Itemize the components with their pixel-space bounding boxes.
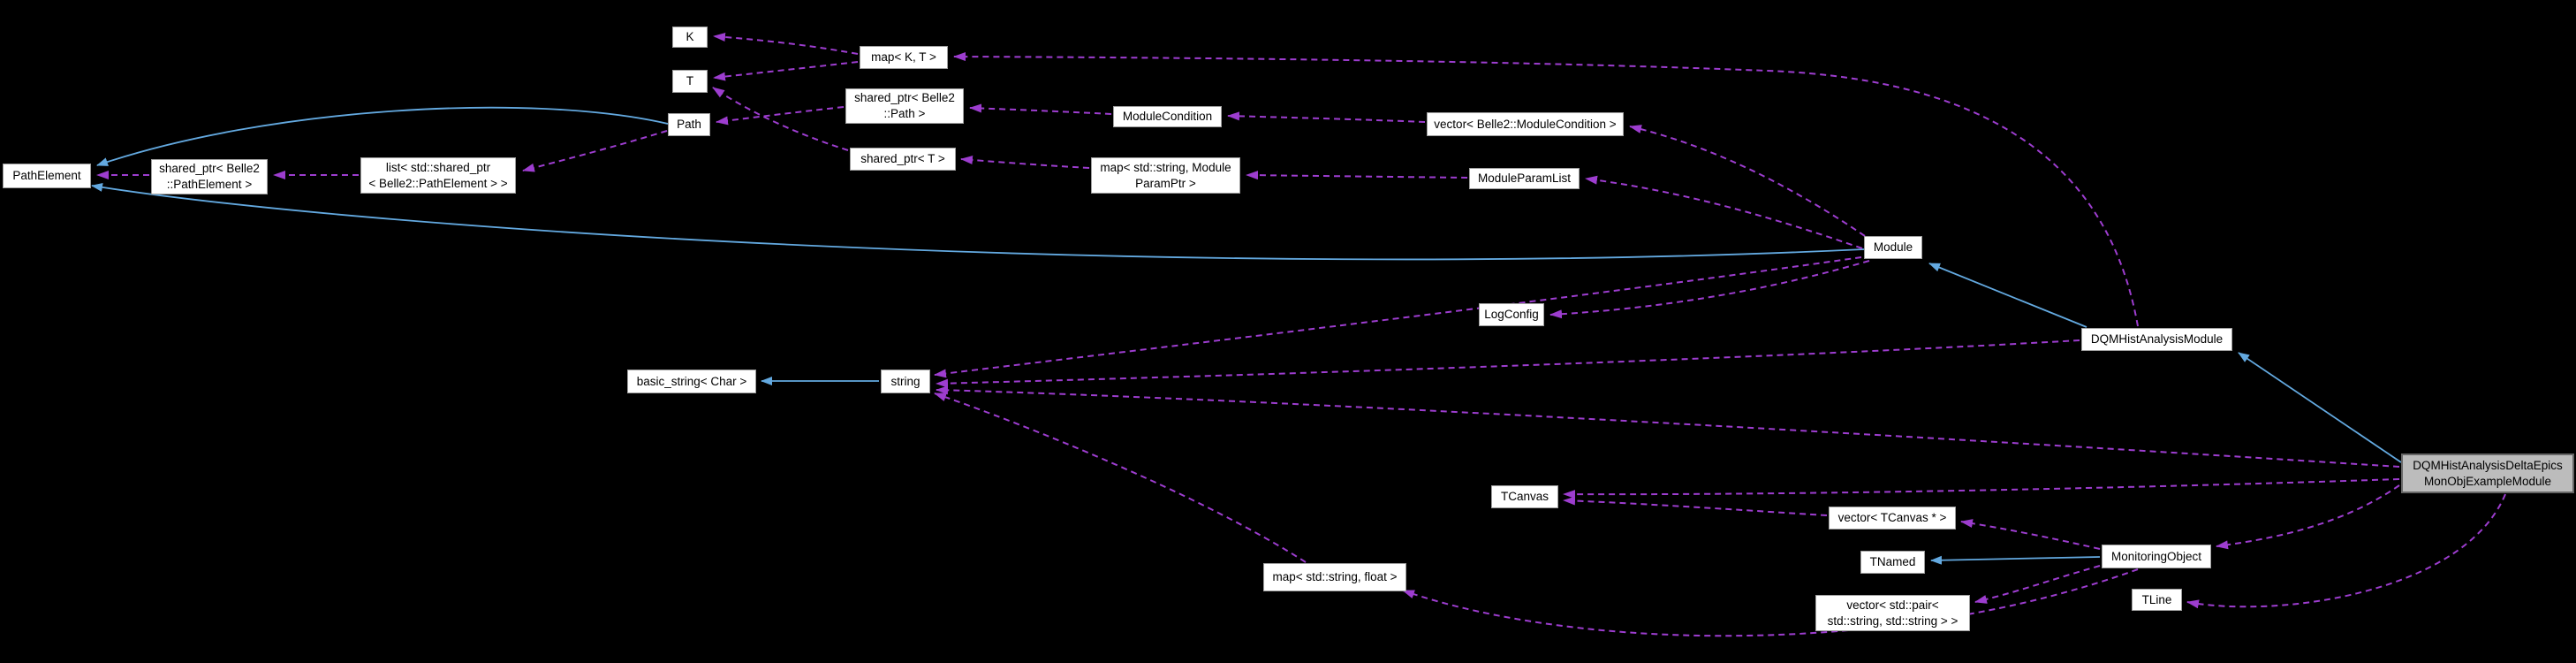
node-dqmhistanalysismodule[interactable]: DQMHistAnalysisModule: [2081, 328, 2232, 351]
node-shared-ptr-t[interactable]: shared_ptr< T >: [850, 148, 956, 171]
node-tcanvas[interactable]: TCanvas: [1491, 485, 1558, 508]
edge-sharedptrt-to-t-usage: [712, 87, 849, 151]
node-moduleparamlist[interactable]: ModuleParamList: [1469, 168, 1580, 189]
edge-monitoringobject-to-tnamed-inheritance: [1930, 555, 2101, 565]
edge-mapkt-to-k-usage: [713, 33, 859, 55]
edge-mapmoduleparamptr-to-sharedptrt-usage: [960, 156, 1090, 169]
edge-dqmhistanalysismodule-to-module-inheritance: [1928, 263, 2087, 328]
edge-sharedptrpath-to-path-usage: [716, 106, 845, 126]
node-vector-pair-string-string[interactable]: vector< std::pair< std::string, std::str…: [1815, 595, 1970, 631]
edge-dqmhistanalysismodule-to-mapkt-usage: [953, 52, 2139, 327]
edge-mapfloat-to-string-usage: [934, 392, 1307, 563]
edge-mainbox-to-dqmhistanalysismodule-inheritance: [2238, 352, 2402, 463]
edge-mainbox-to-tline-usage: [2186, 493, 2506, 609]
node-string[interactable]: string: [881, 370, 930, 393]
node-shared-ptr-belle2-path[interactable]: shared_ptr< Belle2 ::Path >: [845, 88, 964, 124]
edge-module-to-moduleparamlist-usage: [1585, 175, 1863, 249]
node-monitoringobject[interactable]: MonitoringObject: [2102, 545, 2211, 568]
edge-module-to-string-usage: [934, 256, 1862, 378]
edge-moduleparamlist-to-mapmoduleparamptr-usage: [1246, 171, 1468, 180]
node-modulecondition[interactable]: ModuleCondition: [1113, 106, 1222, 127]
node-basic-string-char[interactable]: basic_string< Char >: [627, 370, 756, 393]
node-pathelement[interactable]: PathElement: [3, 164, 91, 188]
node-tline[interactable]: TLine: [2132, 589, 2182, 611]
edge-monitoringobject-to-mapfloat-usage: [1402, 568, 2139, 637]
edge-module-to-vectormodulecondition-usage: [1629, 125, 1866, 237]
node-map-k-t[interactable]: map< K, T >: [860, 46, 948, 69]
node-k[interactable]: K: [672, 27, 708, 48]
node-dqmhistanalysisdeltaepicsmonobjexamplemodule-current: DQMHistAnalysisDeltaEpics MonObjExampleM…: [2401, 453, 2574, 493]
edge-module-to-pathelement-inheritance: [91, 182, 1865, 261]
edge-monitoringobject-to-vectorpair-usage: [1974, 565, 2101, 604]
node-tnamed[interactable]: TNamed: [1860, 551, 1925, 574]
node-vector-tcanvas[interactable]: vector< TCanvas * >: [1829, 507, 1956, 530]
edge-monitoringobject-to-vectortcanvas-usage: [1960, 519, 2101, 550]
edge-module-to-logconfig-usage: [1549, 260, 1870, 319]
edge-mainbox-to-string-usage: [936, 385, 2400, 468]
node-shared-ptr-belle2-pathelement[interactable]: shared_ptr< Belle2 ::PathElement >: [151, 159, 268, 194]
edge-path-to-pathelement-inheritance: [96, 106, 669, 166]
edge-path-to-list-usage: [522, 130, 668, 172]
edge-mapkt-to-t-usage: [713, 61, 859, 81]
edge-mainbox-to-monitoringobject-usage: [2216, 484, 2400, 550]
edge-mainbox-to-tcanvas-usage: [1563, 478, 2400, 499]
edge-vectortcanvas-to-tcanvas-usage: [1563, 496, 1828, 516]
node-t[interactable]: T: [672, 70, 708, 93]
edge-vectormodulecondition-to-modulecondition-usage: [1227, 111, 1426, 123]
edge-dqmhistanalysismodule-to-string-usage: [936, 339, 2080, 388]
node-map-string-float[interactable]: map< std::string, float >: [1263, 563, 1406, 591]
node-path[interactable]: Path: [668, 113, 710, 136]
node-vector-belle2-modulecondition[interactable]: vector< Belle2::ModuleCondition >: [1427, 112, 1624, 136]
node-map-string-moduleparamptr[interactable]: map< std::string, Module ParamPtr >: [1091, 157, 1240, 194]
edge-modulecondition-to-sharedptrpath-usage: [969, 103, 1112, 115]
node-logconfig[interactable]: LogConfig: [1479, 303, 1544, 326]
node-module[interactable]: Module: [1864, 236, 1922, 259]
node-list-shared-ptr-pathelement[interactable]: list< std::shared_ptr < Belle2::PathElem…: [360, 157, 516, 194]
